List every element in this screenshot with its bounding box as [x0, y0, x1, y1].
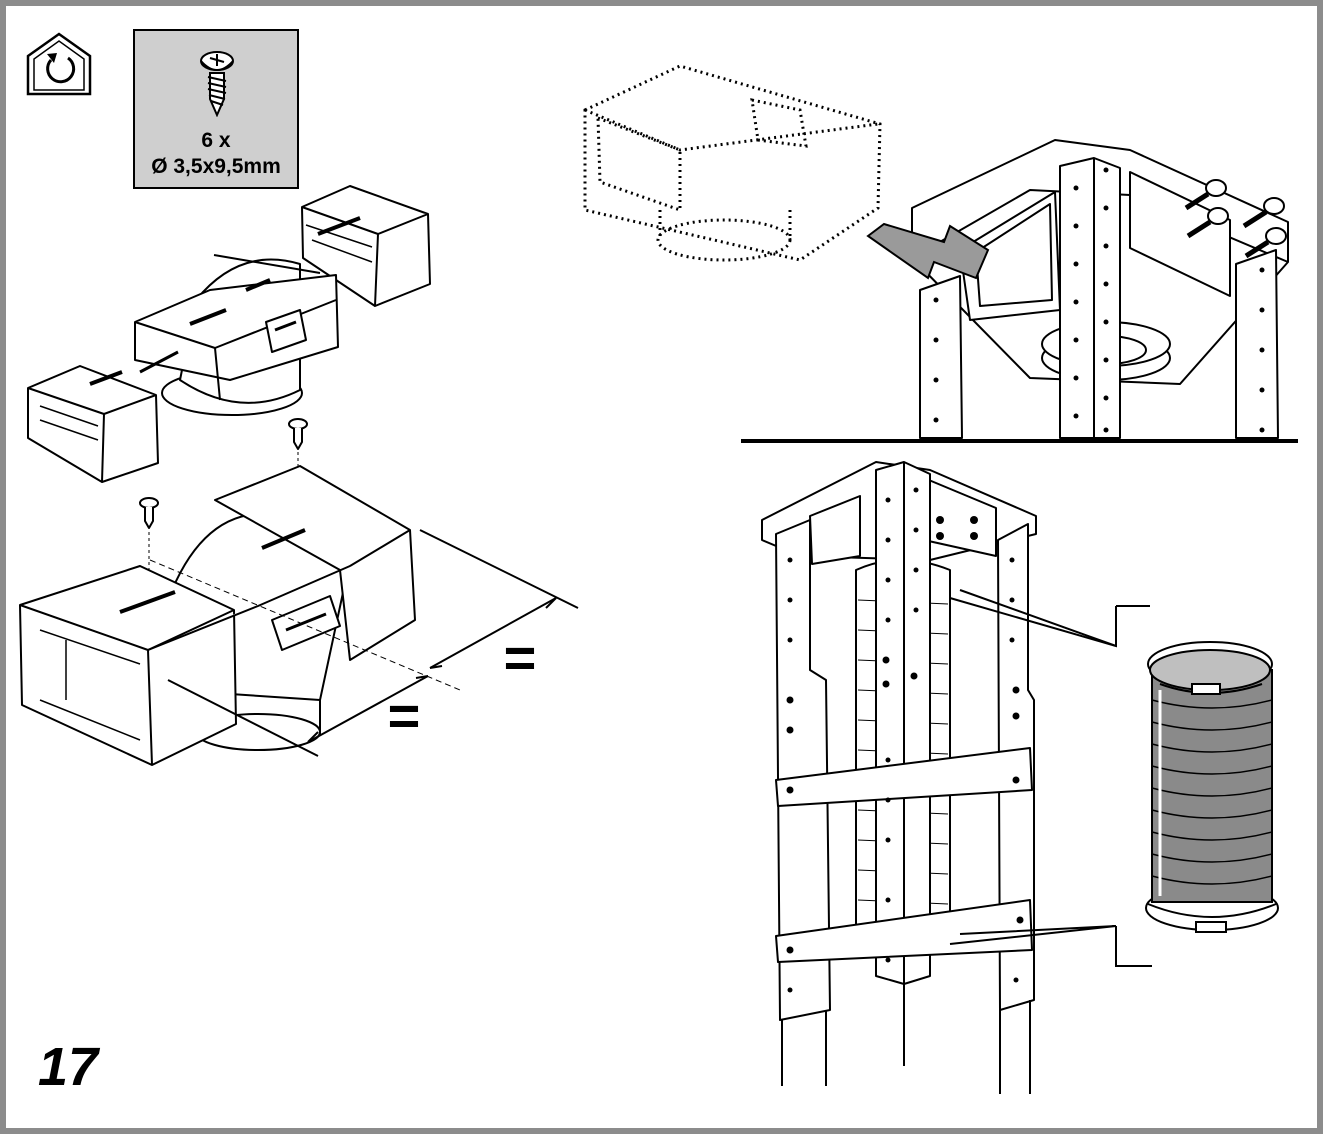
- house-rotation-icon: [24, 30, 94, 98]
- dimension-equal-mark: =: [504, 626, 537, 689]
- exploded-duct-parts: [27, 185, 431, 483]
- assembled-duct-connector: [19, 465, 461, 766]
- screw-icon: [200, 51, 234, 117]
- dimension-equal-mark: =: [388, 684, 421, 747]
- dimension-lines: [167, 529, 579, 757]
- frame-assembly-holes: [786, 487, 1024, 993]
- hose-callout-lines: [949, 589, 1152, 967]
- screw-size: Ø 3,5x9,5mm: [151, 155, 281, 178]
- screw-quantity: 6 x: [201, 129, 231, 152]
- frame-screws: [1184, 179, 1287, 259]
- frame-top-view: [911, 139, 1289, 439]
- insert-arrow-icon: [866, 222, 990, 280]
- dotted-connector-ghost: [583, 64, 882, 262]
- frame-holes: [933, 167, 1265, 433]
- screw-spec-box: 6 x Ø 3,5x9,5mm: [133, 29, 299, 189]
- step-number: 17: [38, 1037, 99, 1097]
- frame-assembly: [761, 461, 1037, 1094]
- flexible-hose: [1145, 641, 1279, 933]
